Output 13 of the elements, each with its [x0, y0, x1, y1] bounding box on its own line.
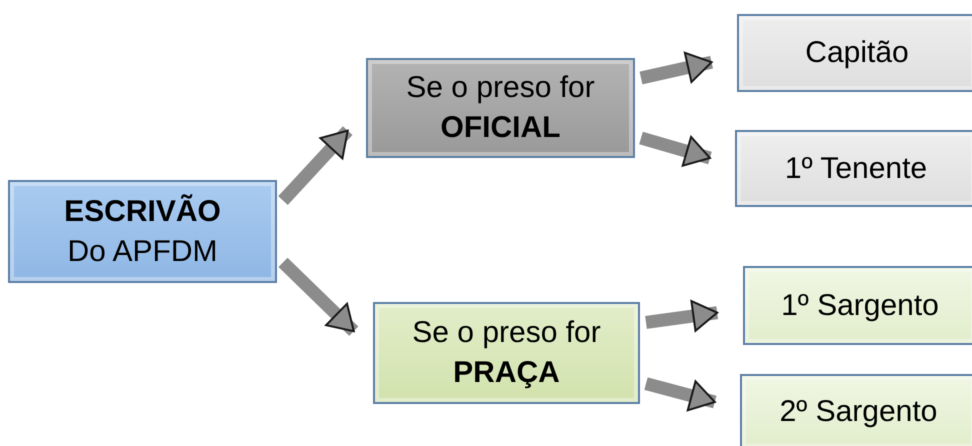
rank-box: 1º Sargento [743, 266, 972, 345]
rank-box: 2º Sargento [740, 374, 972, 446]
block-arrow [644, 377, 716, 412]
block-arrow [640, 52, 714, 84]
start-box: ESCRIVÃO Do APFDM [8, 180, 277, 283]
block-arrow [645, 300, 718, 332]
rank-box: Capitão [737, 14, 972, 92]
block-arrow [278, 126, 352, 205]
condition-box: Se o preso for OFICIAL [366, 58, 635, 158]
block-arrow [278, 258, 358, 336]
block-arrow [639, 132, 712, 167]
condition-box: Se o preso for PRAÇA [373, 302, 640, 404]
rank-box: 1º Tenente [735, 130, 972, 207]
